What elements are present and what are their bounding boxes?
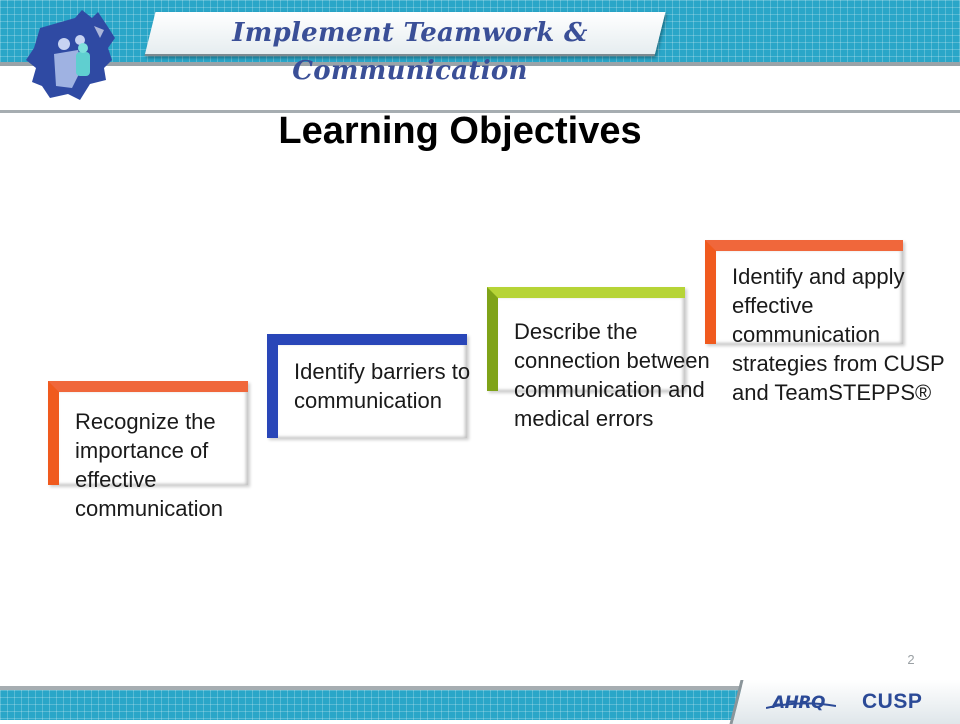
banner-title: Implement Teamwork & Communication	[232, 18, 588, 86]
objective-text: Describe the connection between communic…	[514, 319, 710, 431]
ahrq-swoosh-icon	[766, 702, 836, 709]
footer-plate	[729, 680, 960, 724]
objective-text: Identify and apply effective communicati…	[732, 264, 945, 405]
page-number: 2	[907, 652, 915, 667]
objective-text: Recognize the importance of effective co…	[75, 409, 223, 521]
header-divider	[0, 110, 960, 113]
teamwork-puzzle-logo-icon	[26, 10, 115, 100]
step-bracket	[267, 334, 467, 438]
objective-text: Identify barriers to communication	[294, 359, 471, 413]
step-bracket	[487, 287, 685, 391]
footer-divider	[0, 686, 960, 690]
ahrq-logo: AHRQ	[772, 693, 825, 713]
slide-title: Learning Objectives	[278, 110, 642, 152]
step-bracket	[48, 381, 248, 485]
step-bracket	[705, 240, 903, 344]
cusp-logo: CUSP	[862, 690, 923, 713]
